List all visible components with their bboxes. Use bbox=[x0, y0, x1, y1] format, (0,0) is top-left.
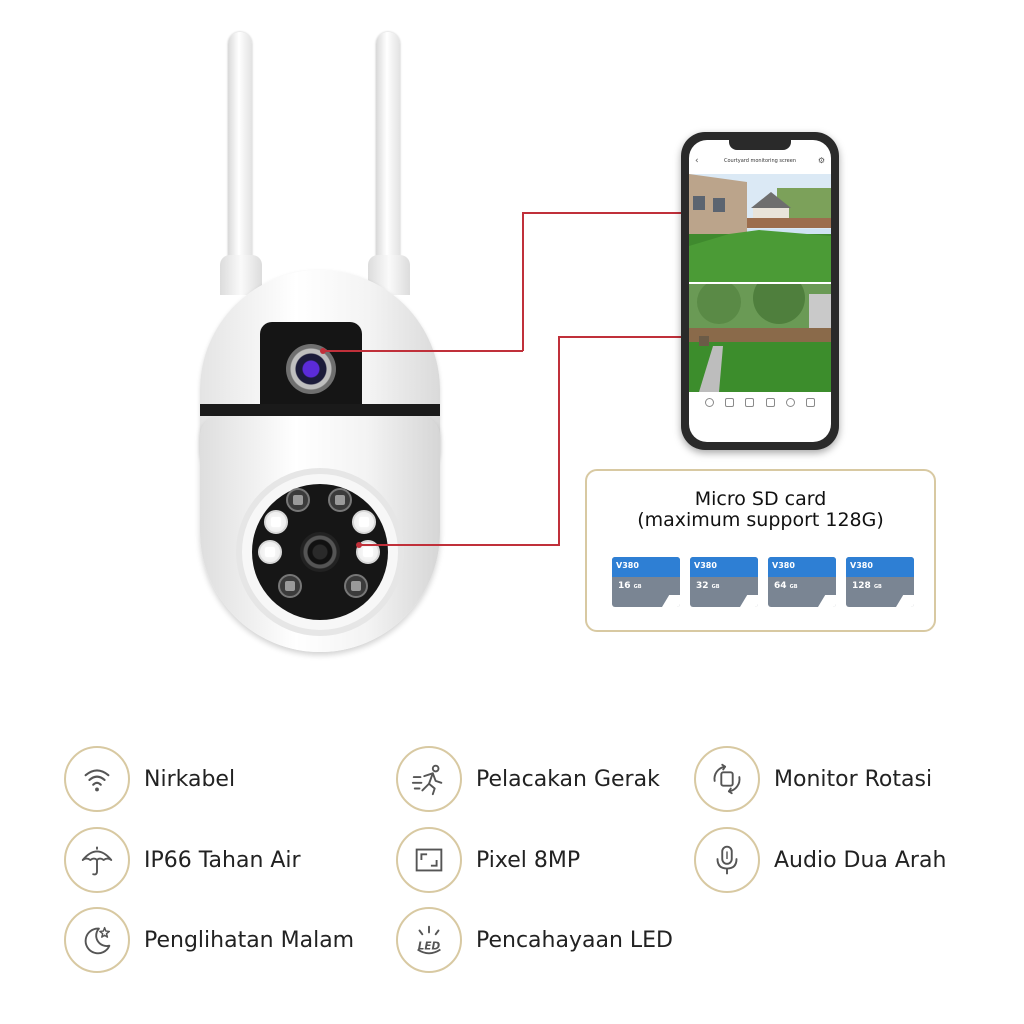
ir-led bbox=[328, 488, 352, 512]
gallery-icon[interactable] bbox=[806, 398, 816, 407]
phone-toolbar bbox=[689, 398, 831, 407]
right-antenna bbox=[376, 32, 400, 282]
svg-text:LED: LED bbox=[418, 941, 441, 953]
speaker-icon[interactable] bbox=[724, 398, 734, 407]
sd-card-list: V380 16 GB V380 32 GB V380 64 GB V380 12… bbox=[612, 557, 914, 607]
sd-card-panel: Micro SD card (maximum support 128G) V38… bbox=[585, 469, 936, 632]
ir-led bbox=[278, 574, 302, 598]
back-icon[interactable]: ‹ bbox=[695, 156, 699, 166]
smartphone: ‹ Courtyard monitoring screen ⚙ bbox=[681, 132, 839, 450]
connector-line-top bbox=[323, 350, 523, 352]
microphone-icon[interactable] bbox=[704, 398, 714, 407]
sd-card: V380 128 GB bbox=[846, 557, 914, 607]
top-lens-housing bbox=[260, 322, 362, 418]
frame-icon bbox=[415, 848, 443, 872]
feature-waterproof: IP66 Tahan Air bbox=[64, 827, 301, 893]
microphone-icon bbox=[716, 845, 738, 875]
camera-icon[interactable] bbox=[765, 398, 775, 407]
rotation-icon bbox=[713, 763, 741, 795]
feature-night-vision: Penglihatan Malam bbox=[64, 907, 354, 973]
ir-led bbox=[344, 574, 368, 598]
connector-line-bottom bbox=[359, 544, 559, 546]
sd-card: V380 16 GB bbox=[612, 557, 680, 607]
sd-card: V380 64 GB bbox=[768, 557, 836, 607]
feature-motion-tracking: Pelacakan Gerak bbox=[396, 746, 660, 812]
phone-screen: ‹ Courtyard monitoring screen ⚙ bbox=[689, 140, 831, 442]
sd-card: V380 32 GB bbox=[690, 557, 758, 607]
sd-card-title: Micro SD card (maximum support 128G) bbox=[637, 488, 884, 531]
settings-icon[interactable]: ⚙ bbox=[817, 156, 825, 165]
camera-view-top[interactable] bbox=[689, 174, 831, 282]
led-ring bbox=[252, 484, 388, 620]
white-led bbox=[264, 510, 288, 534]
camera-view-bottom[interactable] bbox=[689, 284, 831, 392]
camera-dome bbox=[200, 416, 440, 652]
bottom-lens bbox=[300, 532, 340, 572]
white-led bbox=[352, 510, 376, 534]
motion-tracking-icon bbox=[411, 764, 443, 796]
led-icon: LED bbox=[417, 925, 441, 955]
left-antenna bbox=[228, 32, 252, 282]
feature-8mp-pixel: Pixel 8MP bbox=[396, 827, 580, 893]
wifi-icon bbox=[84, 769, 110, 792]
top-lens bbox=[286, 344, 336, 394]
white-led bbox=[258, 540, 282, 564]
umbrella-icon bbox=[81, 846, 113, 876]
ir-led bbox=[286, 488, 310, 512]
feature-rotation-monitor: Monitor Rotasi bbox=[694, 746, 932, 812]
app-screen-title: Courtyard monitoring screen bbox=[724, 158, 796, 164]
ptz-icon[interactable] bbox=[785, 398, 795, 407]
feature-wireless: Nirkabel bbox=[64, 746, 235, 812]
moon-star-icon bbox=[84, 926, 111, 955]
feature-led-lighting: LED Pencahayaan LED bbox=[396, 907, 673, 973]
security-camera-image bbox=[180, 20, 460, 670]
fullscreen-icon[interactable] bbox=[745, 398, 755, 407]
feature-two-way-audio: Audio Dua Arah bbox=[694, 827, 946, 893]
